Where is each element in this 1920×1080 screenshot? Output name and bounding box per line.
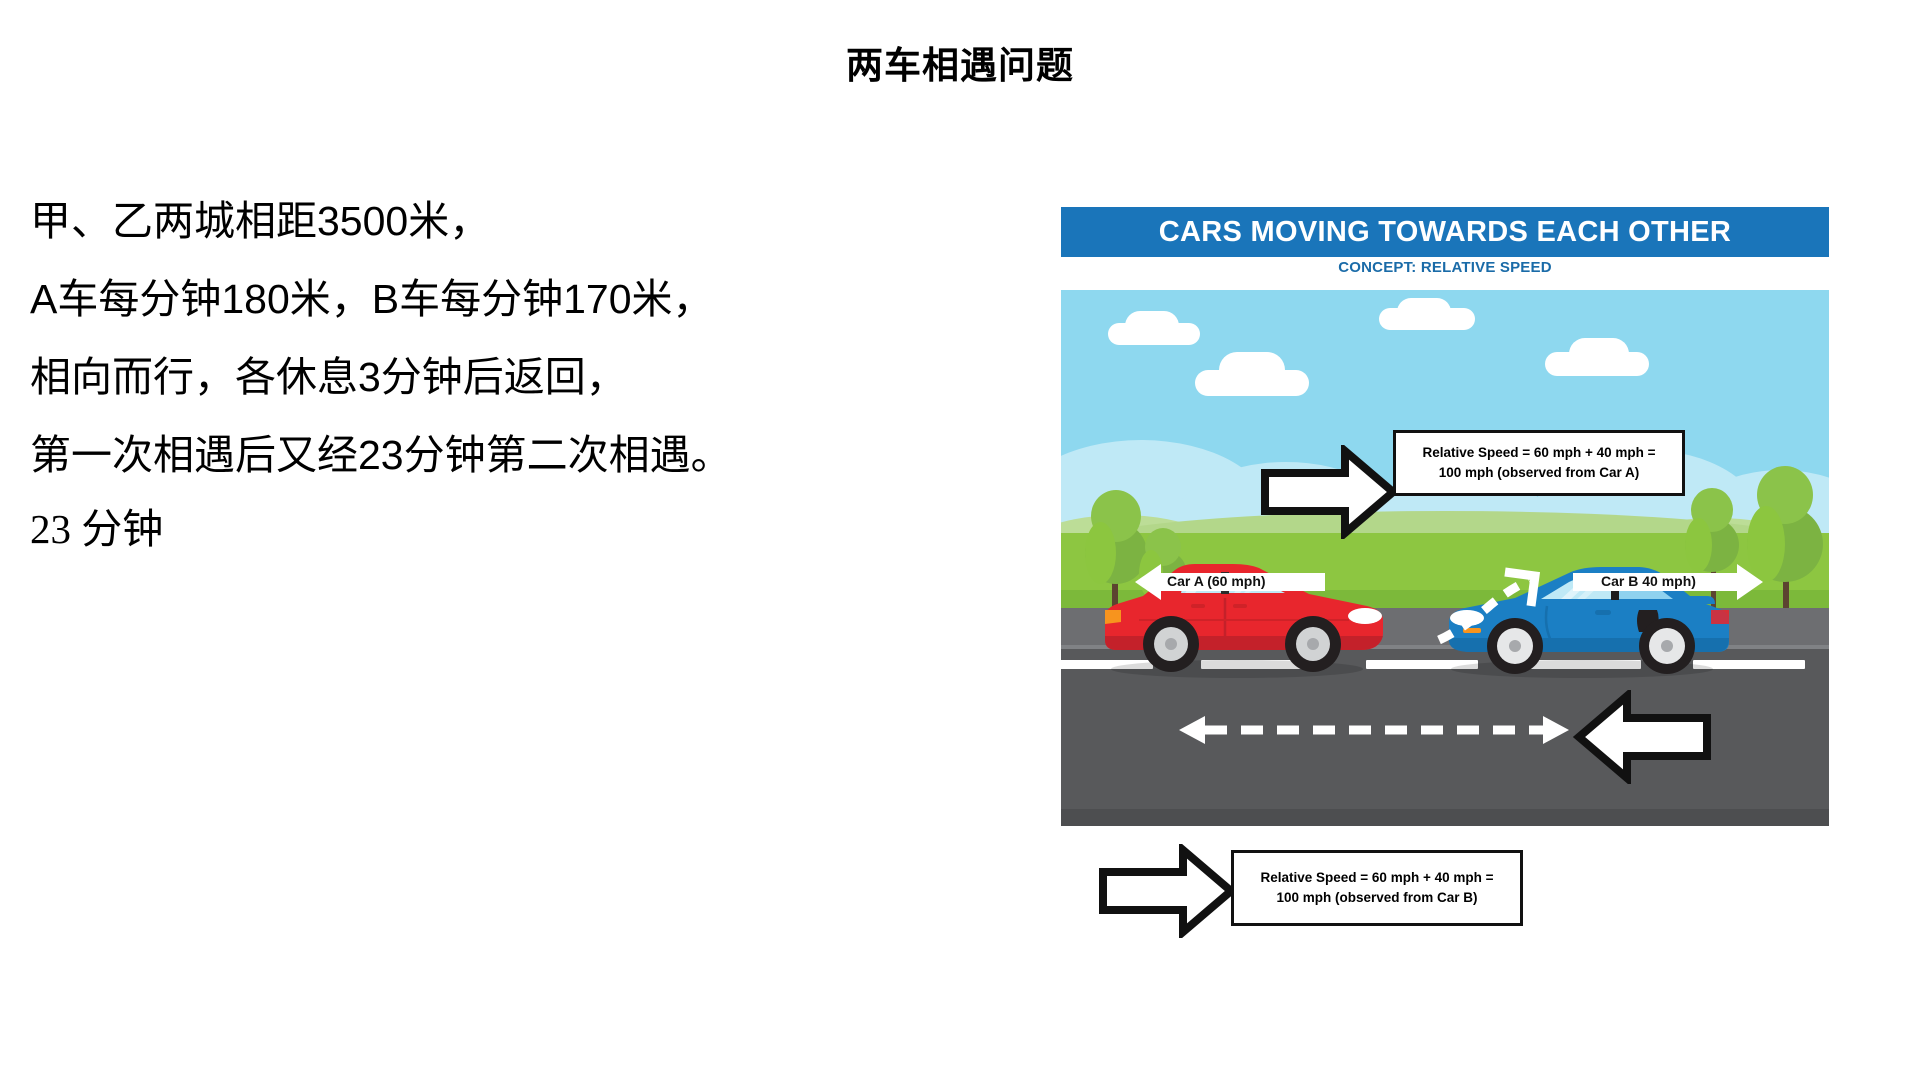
tree-icon (1079, 490, 1151, 612)
problem-line: A车每分钟180米，B车每分钟170米， (30, 276, 714, 322)
problem-line: 甲、乙两城相距3500米， (30, 198, 491, 244)
car-a-label-tag (1135, 564, 1325, 600)
road-scene: Car A (60 mph) Car B 40 mph) Relative Sp… (1061, 290, 1829, 826)
problem-line: 相向而行，各休息3分钟后返回， (30, 354, 627, 400)
road-bottom-band (1061, 809, 1829, 826)
car-b-label: Car B 40 mph) (1601, 573, 1696, 589)
relative-speed-arrow-right-bottom-icon (1099, 844, 1235, 938)
callout-top-line1: Relative Speed = 60 mph + 40 mph = (1422, 444, 1656, 460)
cloud-icon (1125, 311, 1179, 341)
lane-marking (1201, 660, 1313, 669)
car-a-label: Car A (60 mph) (1167, 573, 1266, 589)
problem-line: 第一次相遇后又经23分钟第二次相遇。 (30, 432, 732, 478)
distance-arrow-icon (1179, 716, 1569, 744)
relative-speed-arrow-right-icon (1261, 445, 1397, 539)
callout-top: Relative Speed = 60 mph + 40 mph = 100 m… (1393, 430, 1685, 496)
callout-bottom: Relative Speed = 60 mph + 40 mph = 100 m… (1231, 850, 1523, 926)
cloud-icon (1219, 352, 1285, 388)
callout-bottom-line1: Relative Speed = 60 mph + 40 mph = (1260, 869, 1494, 885)
cloud-icon (1397, 298, 1451, 326)
illustration-subtitle: CONCEPT: RELATIVE SPEED (1338, 259, 1552, 276)
callout-top-line2: 100 mph (observed from Car A) (1438, 465, 1640, 480)
road-curb (1061, 645, 1829, 649)
cloud-icon (1569, 338, 1629, 370)
answer-value: 23 分钟 (30, 506, 164, 552)
tree-icon (1745, 466, 1827, 612)
bottom-callout-area: Relative Speed = 60 mph + 40 mph = 100 m… (1061, 826, 1829, 964)
car-b-label-tag (1573, 564, 1763, 600)
lane-marking (1529, 660, 1641, 669)
relative-speed-arrow-left-icon (1572, 690, 1711, 784)
curved-dashed-arrow-icon (1437, 567, 1541, 645)
banner-title: CARS MOVING TOWARDS EACH OTHER (1158, 215, 1732, 248)
page-title: 两车相遇问题 (846, 45, 1074, 86)
illustration-panel: CARS MOVING TOWARDS EACH OTHER CONCEPT: … (1061, 207, 1829, 964)
illustration-banner: CARS MOVING TOWARDS EACH OTHER (1061, 207, 1829, 257)
callout-bottom-line2: 100 mph (observed from Car B) (1276, 890, 1478, 905)
lane-marking (1061, 660, 1153, 669)
lane-marking (1366, 660, 1478, 669)
tree-icon (1683, 488, 1745, 612)
problem-statement: 甲、乙两城相距3500米， A车每分钟180米，B车每分钟170米， 相向而行，… (30, 182, 900, 494)
lane-marking (1693, 660, 1805, 669)
